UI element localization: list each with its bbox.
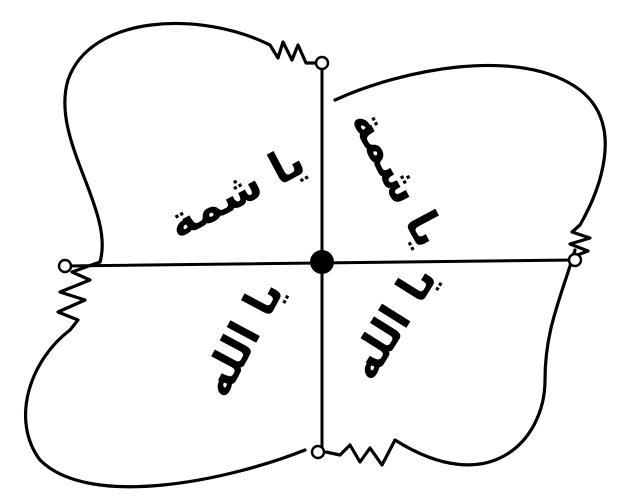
lobe-lower-left: [26, 330, 305, 487]
lobe-upper-left: [65, 23, 270, 262]
inscription-upper-right: يا شمة: [341, 101, 455, 255]
ring-bottom: [312, 446, 324, 458]
ring-right: [569, 254, 581, 266]
inscription-upper-left: يا شمة: [159, 135, 313, 249]
ring-top: [316, 57, 328, 69]
inscription-lower-left: يا الله: [190, 271, 294, 405]
ring-left: [59, 260, 71, 272]
zigzag-bottom: [326, 440, 395, 465]
center-hub: [310, 250, 334, 274]
zigzag-top: [270, 42, 322, 63]
inscription-lower-right: يا الله: [338, 256, 447, 389]
